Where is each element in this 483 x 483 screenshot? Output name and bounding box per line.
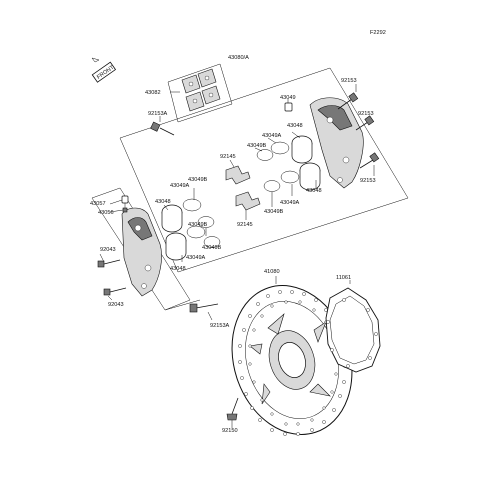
label-43049b-right-top: 43049B	[247, 143, 267, 149]
bolt-92153a-top	[150, 121, 175, 136]
pad-spring-bottom	[235, 191, 261, 211]
bolt-92150	[226, 397, 239, 421]
bolt-92043-b	[103, 287, 127, 296]
leader-caliper-to-bolt	[164, 299, 201, 311]
label-43049a-left-bottom: 43049A	[186, 255, 206, 261]
right-caliper-half	[309, 97, 364, 189]
label-43049a-right-top: 43049A	[262, 133, 282, 139]
label-92145-top: 92145	[220, 154, 236, 160]
svg-text:FRONT: FRONT	[96, 64, 116, 80]
label-43048-right-top: 43048	[287, 123, 303, 129]
seal-43049a-right-center	[280, 170, 300, 184]
bleed-cap-43057	[121, 195, 129, 213]
bolt-92043-a	[97, 259, 121, 268]
right-piston-bottom	[299, 162, 321, 191]
bolt-92153-right	[355, 115, 375, 131]
label-43049b-middle: 43049B	[188, 222, 208, 228]
label-43049a-right-center: 43049A	[280, 200, 300, 206]
seal-left-bottom-a	[186, 225, 206, 239]
label-11061: 11061	[336, 275, 351, 281]
label-92043-b: 92043	[108, 302, 124, 308]
label-92153a-top: 92153A	[148, 111, 168, 117]
caliper-assembly-frame	[119, 67, 409, 273]
label-92150: 92150	[222, 428, 238, 434]
label-43049b-right-center: 43049B	[264, 209, 284, 215]
figure-code: F2292	[370, 30, 386, 36]
label-43048-right-bottom: 43048	[306, 188, 322, 194]
label-92153-right: 92153	[358, 111, 374, 117]
label-43048-left-bottom: 43048	[170, 266, 186, 272]
label-43049-top: 43049	[280, 95, 296, 101]
bolt-92153-right-bottom	[359, 152, 380, 169]
bolt-92153-top	[337, 92, 359, 110]
brake-pad-set	[167, 63, 233, 123]
label-43048-left-middle: 43048	[155, 199, 171, 205]
label-92153a-bottom: 92153A	[210, 323, 230, 329]
label-43049b-left-bottom: 43049B	[202, 245, 222, 251]
label-41080: 41080	[264, 269, 280, 275]
front-direction-tag: FRONT	[91, 57, 117, 83]
label-43049a-left-top: 43049A	[170, 183, 190, 189]
label-92153-right-bottom: 92153	[360, 178, 376, 184]
seal-43049b-right-top	[256, 149, 274, 161]
right-piston-top	[291, 135, 313, 164]
seal-43049b-middle	[197, 216, 215, 228]
label-43080a: 43080/A	[228, 55, 249, 61]
seal-43049a-right-top	[270, 141, 290, 155]
bolt-92153a-bottom	[189, 303, 219, 313]
label-92153-top-right: 92153	[341, 78, 357, 84]
label-43082: 43082	[145, 90, 161, 96]
bleed-valve-43049	[284, 99, 293, 112]
label-43056: 43056	[98, 210, 114, 216]
label-92145-middle: 92145	[237, 222, 253, 228]
label-43049b-left-top: 43049B	[188, 177, 208, 183]
left-piston-top	[161, 204, 183, 233]
seal-43049b-right-center	[263, 180, 281, 192]
label-43057: 43057	[90, 201, 106, 207]
left-caliper-half	[121, 207, 162, 297]
gasket-11061	[325, 287, 381, 373]
left-piston-bottom	[165, 232, 187, 261]
pad-spring-top	[225, 165, 251, 185]
label-92043-a: 92043	[100, 247, 116, 253]
seal-left-top-a	[182, 198, 202, 212]
brake-disc-41080	[231, 285, 353, 436]
